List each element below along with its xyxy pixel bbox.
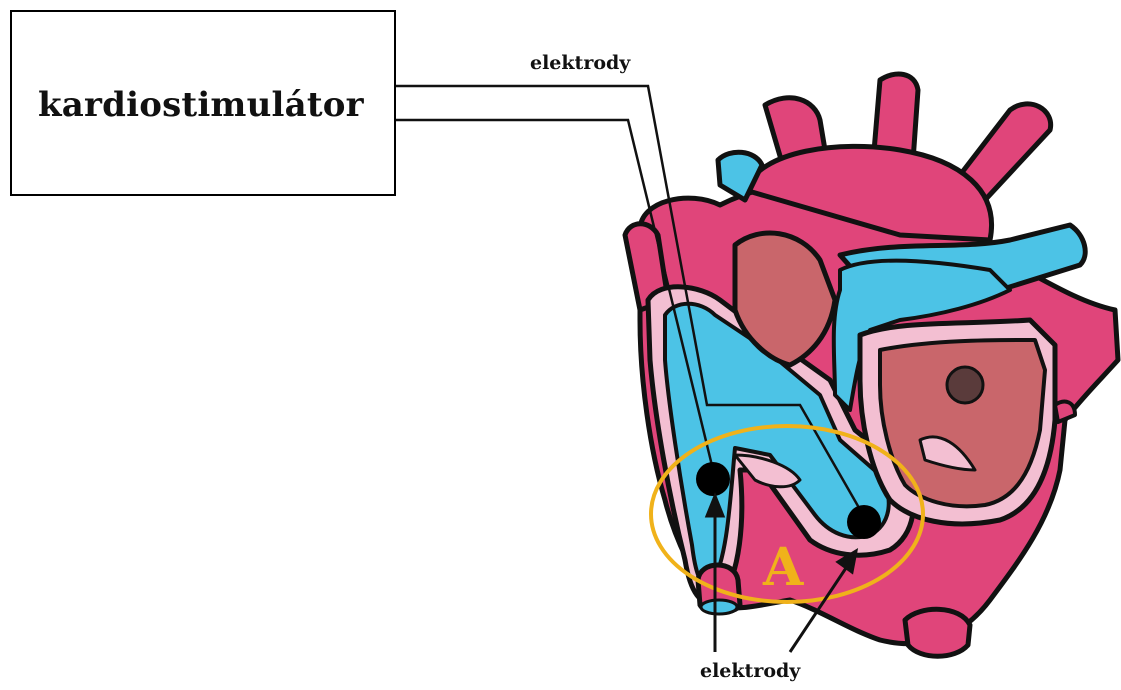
aortic-valve-spot <box>947 367 983 403</box>
right-vessel-stub <box>1055 402 1075 422</box>
pacemaker-label: kardiostimulátor <box>38 85 364 125</box>
descending-aorta-stub <box>905 609 970 656</box>
inferior-vena-cava-opening <box>701 600 737 614</box>
electrode-tip-ventricular <box>847 505 881 539</box>
electrodes-label-bottom: elektrody <box>700 660 800 682</box>
region-a-label: A <box>763 537 803 598</box>
electrode-tip-atrial <box>696 462 730 496</box>
electrodes-label-top: elektrody <box>530 52 630 74</box>
left-ventricle-chamber <box>880 340 1045 506</box>
